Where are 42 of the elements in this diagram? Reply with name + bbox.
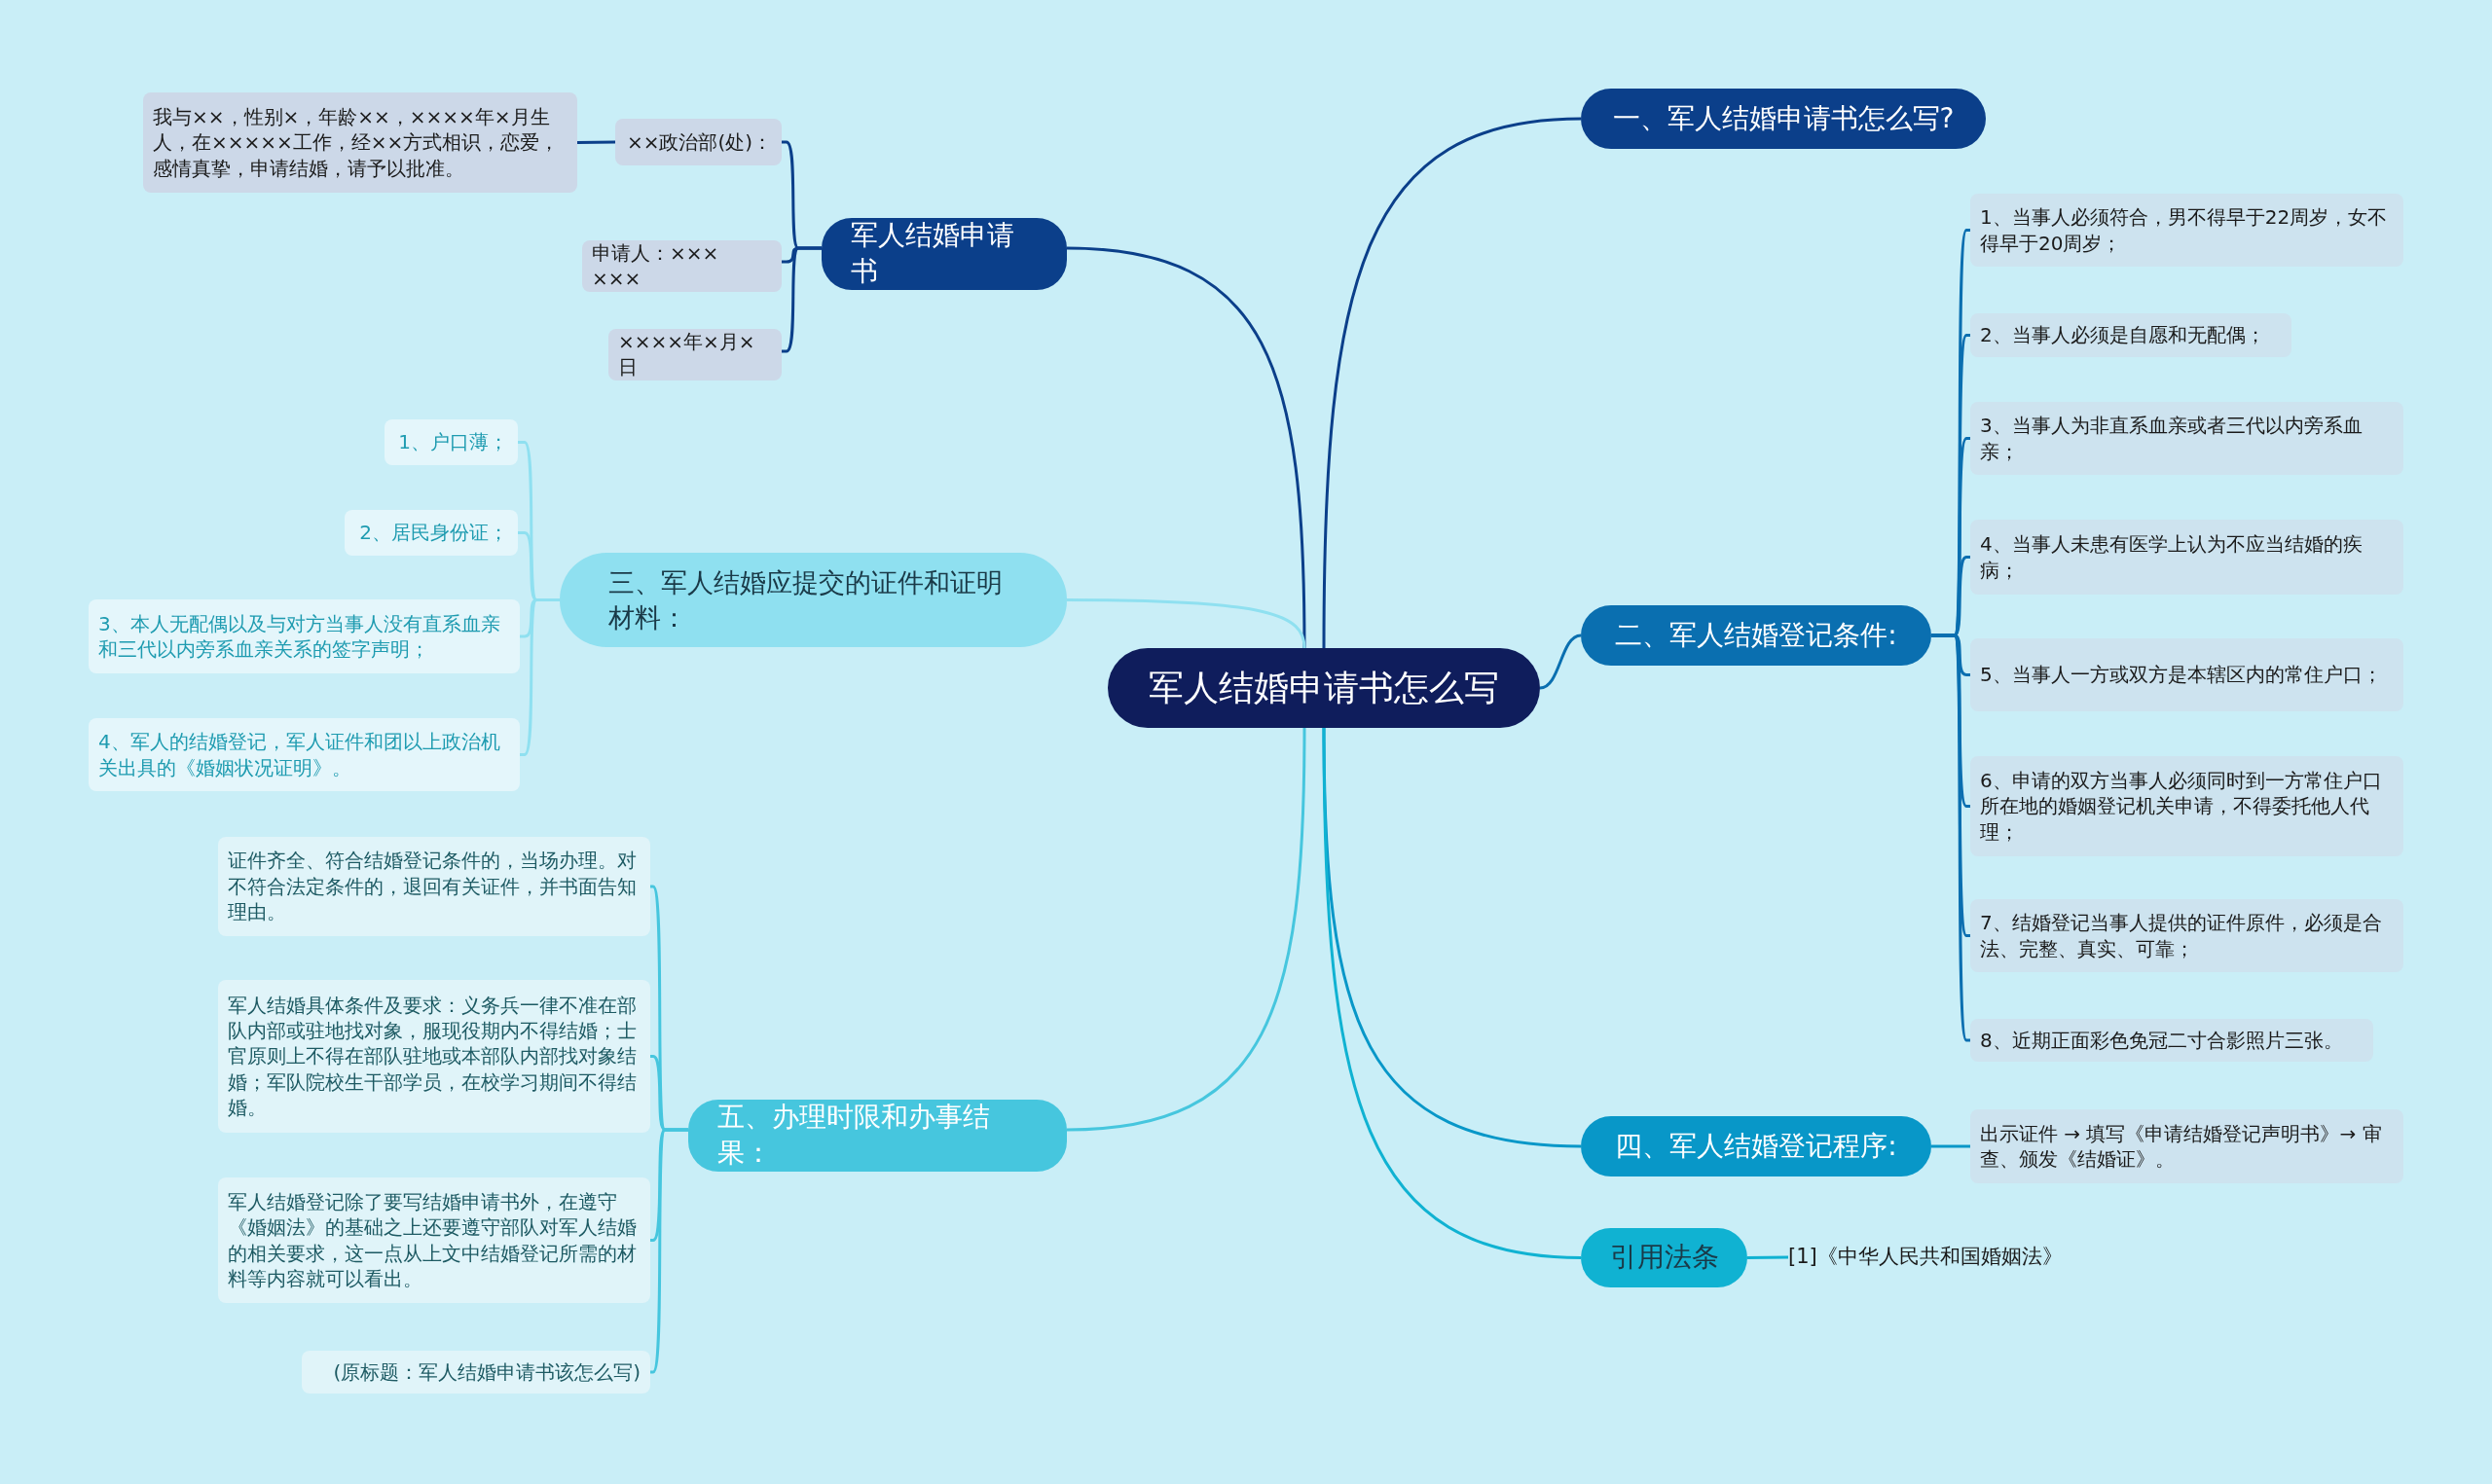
connector-line — [782, 246, 822, 353]
connector-line — [1931, 633, 1971, 1042]
note-box: 5、当事人一方或双方是本辖区内的常住户口； — [1970, 638, 2403, 711]
connector-line — [1322, 728, 1582, 1259]
note-box: 4、军人的结婚登记，军人证件和团以上政治机关出具的《婚姻状况证明》。 — [89, 718, 520, 791]
connector-line — [576, 140, 616, 144]
branch-topic: 五、办理时限和办事结果： — [688, 1100, 1067, 1172]
note-box: 4、当事人未患有医学上认为不应当结婚的疾病； — [1970, 520, 2403, 595]
note-box: 2、当事人必须是自愿和无配偶； — [1970, 313, 2291, 357]
connector-line — [1067, 598, 1306, 649]
note-box: 军人结婚具体条件及要求：义务兵一律不准在部队内部或驻地找对象，服现役期内不得结婚；士官原则上不得在部队驻地或本部队内部找对象结婚；军队院校生干部学员，在校学习期间不得结婚。 — [218, 980, 650, 1133]
connector-line — [1539, 633, 1582, 690]
note-box: 军人结婚登记除了要写结婚申请书外，在遵守《婚姻法》的基础之上还要遵守部队对军人结婚的相关要求，这一点从上文中结婚登记所需的材料等内容就可以看出。 — [218, 1177, 650, 1303]
note-box: 出示证件 → 填写《申请结婚登记声明书》→ 审查、颁发《结婚证》。 — [1970, 1109, 2403, 1183]
note-box: 申请人：××× ××× — [582, 240, 782, 292]
connector-line — [520, 598, 560, 756]
connector-line — [1747, 1255, 1788, 1259]
reference-text: [1]《中华人民共和国婚姻法》 — [1788, 1240, 2080, 1275]
connector-line — [1066, 728, 1306, 1132]
branch-topic: 三、军人结婚应提交的证件和证明材料： — [560, 553, 1067, 647]
note-box: 8、近期正面彩色免冠二寸合影照片三张。 — [1970, 1019, 2373, 1062]
note-box: 3、当事人为非直系血亲或者三代以内旁系血亲； — [1970, 402, 2403, 475]
note-box: 1、户口薄； — [385, 419, 518, 465]
note-box: (原标题：军人结婚申请书该怎么写) — [302, 1351, 650, 1394]
branch-topic: 二、军人结婚登记条件: — [1581, 605, 1931, 666]
branch-topic: 军人结婚申请书 — [822, 218, 1067, 290]
note-box: 证件齐全、符合结婚登记条件的，当场办理。对不符合法定条件的，退回有关证件，并书面告知理由。 — [218, 837, 650, 936]
note-box: 3、本人无配偶以及与对方当事人没有直系血亲和三代以内旁系血亲关系的签字声明； — [89, 599, 520, 673]
connector-line — [650, 1128, 688, 1374]
note-box: ××××年×月×日 — [608, 329, 782, 380]
note-box: 2、居民身份证； — [345, 510, 518, 556]
note-box: 6、申请的双方当事人必须同时到一方常住户口所在地的婚姻登记机关申请，不得委托他人代理； — [1970, 756, 2403, 856]
branch-topic: 引用法条 — [1581, 1228, 1747, 1287]
connector-line — [1931, 1144, 1970, 1148]
branch-topic: 一、军人结婚申请书怎么写? — [1581, 89, 1986, 149]
note-box: ××政治部(处)： — [615, 119, 782, 165]
note-box: 7、结婚登记当事人提供的证件原件，必须是合法、完整、真实、可靠； — [1970, 899, 2403, 972]
note-box: 1、当事人必须符合，男不得早于22周岁，女不得早于20周岁； — [1970, 194, 2403, 267]
connector-line — [1322, 117, 1582, 648]
branch-topic: 四、军人结婚登记程序: — [1581, 1116, 1931, 1176]
note-box: 我与××，性别×，年龄××，××××年×月生人，在×××××工作，经××方式相识，恋爱，感情真挚，申请结婚，请予以批准。 — [143, 92, 577, 193]
central-topic: 军人结婚申请书怎么写 — [1108, 648, 1540, 728]
